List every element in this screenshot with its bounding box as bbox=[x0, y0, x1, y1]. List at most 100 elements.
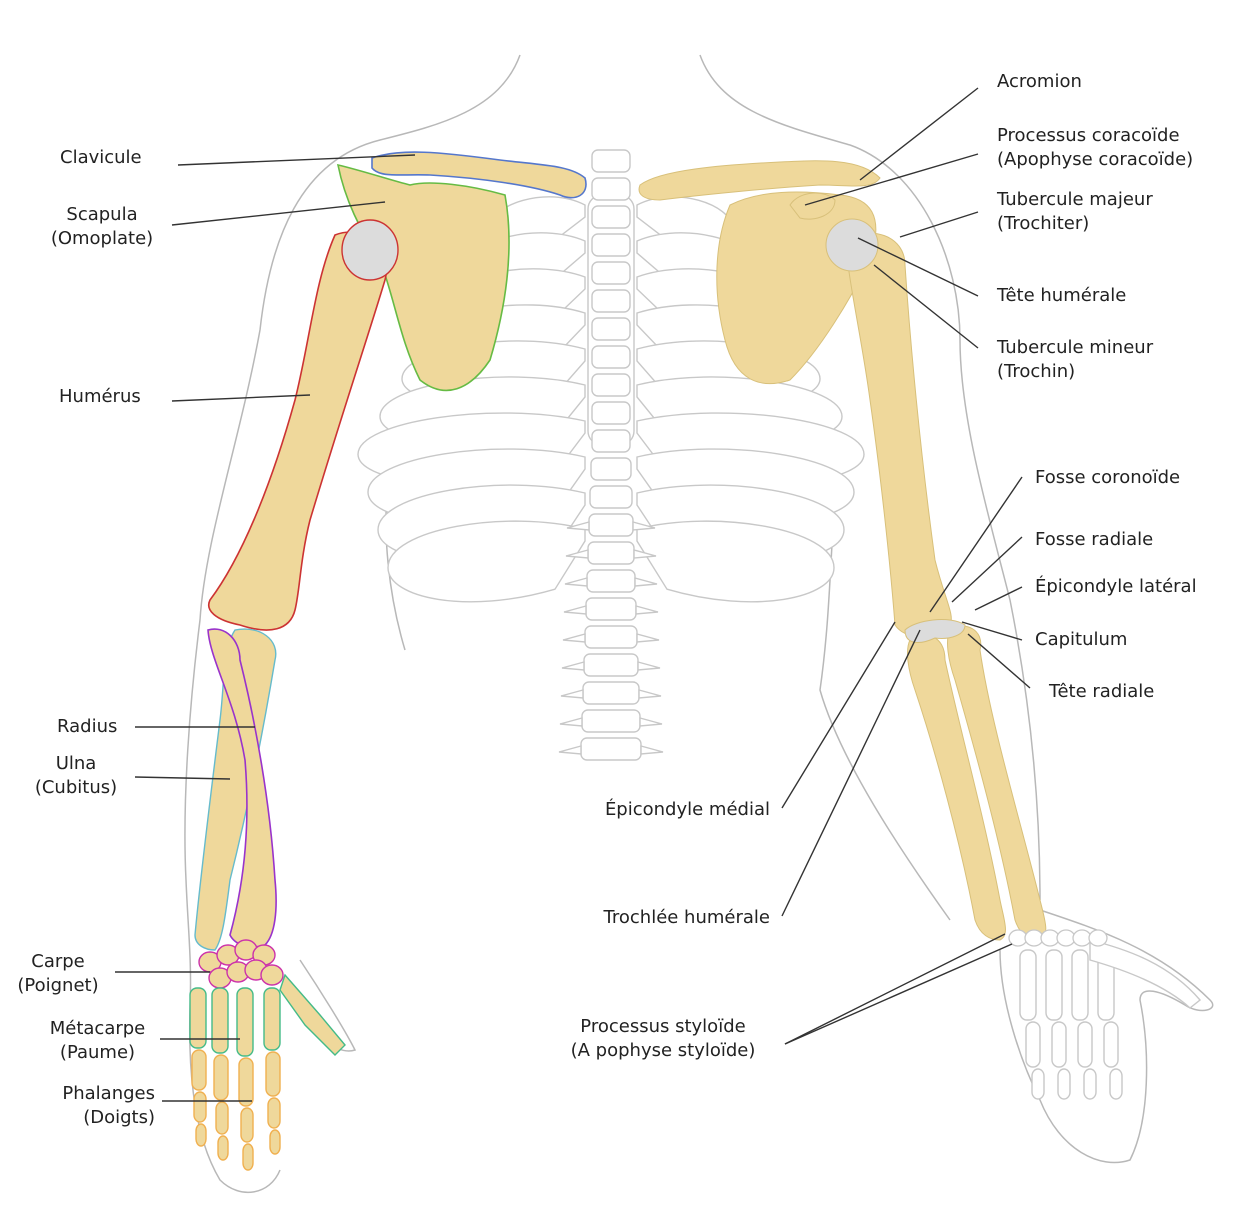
carpal-bone-right bbox=[1072, 929, 1092, 947]
finger-bone bbox=[267, 1097, 281, 1129]
finger-bone bbox=[265, 1051, 281, 1097]
clavicle-left bbox=[371, 151, 587, 199]
ulna-right bbox=[907, 634, 1006, 941]
label-fosse-radiale: Fosse radiale bbox=[1035, 529, 1154, 550]
label-tete-radiale: Tête radiale bbox=[1049, 681, 1155, 702]
hand-bone-right bbox=[1077, 1021, 1093, 1068]
label-scapula-line2: (Omoplate) bbox=[50, 228, 154, 249]
silhouette-outline-right bbox=[699, 54, 1041, 901]
hand-bone-right bbox=[1071, 949, 1089, 1021]
hand-bone-right bbox=[1083, 1068, 1097, 1100]
carpal-bones-left bbox=[198, 939, 284, 989]
label-capitulum: Capitulum bbox=[1035, 629, 1128, 650]
finger-bone bbox=[240, 1107, 254, 1143]
vertebra bbox=[591, 205, 631, 229]
finger-bone bbox=[236, 987, 254, 1057]
vertebra bbox=[581, 709, 641, 733]
vertebra-process-right bbox=[638, 689, 662, 699]
label-tubercule-mineur-line1: Tubercule mineur bbox=[997, 337, 1154, 358]
label-tubercule-majeur: Tubercule majeur (Trochiter) bbox=[997, 188, 1153, 236]
hand-bones-right bbox=[1008, 929, 1202, 1100]
hand-bone-right bbox=[1103, 1021, 1119, 1068]
label-metacarpe-line2: (Paume) bbox=[59, 1042, 136, 1063]
hand-bone-right bbox=[1031, 1068, 1045, 1100]
label-styloide-line2: (A pophyse styloïde) bbox=[570, 1040, 756, 1061]
leader-tete-radiale bbox=[967, 633, 1031, 689]
leader-lines bbox=[115, 87, 1031, 1102]
vertebra bbox=[591, 289, 631, 313]
elbow-cartilage-right bbox=[904, 619, 966, 643]
label-scapula: Scapula (Omoplate) bbox=[32, 203, 172, 251]
leader-tubercule-majeur bbox=[899, 211, 979, 238]
vertebra bbox=[585, 597, 637, 621]
finger-bones-left bbox=[189, 973, 346, 1171]
leader-tete-humerale bbox=[857, 237, 979, 297]
hand-bone-right bbox=[1051, 1021, 1067, 1068]
vertebra-process-left bbox=[562, 633, 586, 643]
vertebra bbox=[586, 569, 636, 593]
label-carpe-line1: Carpe bbox=[31, 951, 85, 972]
label-phalanges-line1: Phalanges bbox=[62, 1083, 155, 1104]
humerus-right bbox=[844, 232, 952, 637]
finger-bone bbox=[195, 1123, 207, 1147]
label-coracoide-line1: Processus coracoïde bbox=[997, 125, 1180, 146]
hand-bone-right bbox=[1045, 949, 1063, 1021]
label-processus-styloide: Processus styloïde (A pophyse styloïde) bbox=[548, 1015, 778, 1063]
rib-left bbox=[387, 520, 586, 603]
vertebra bbox=[582, 681, 640, 705]
vertebra bbox=[591, 261, 631, 285]
label-tubercule-majeur-line2: (Trochiter) bbox=[997, 213, 1090, 234]
vertebra-process-left bbox=[561, 661, 585, 671]
humeral-head-right bbox=[825, 218, 879, 272]
vertebra bbox=[584, 625, 638, 649]
left-arm bbox=[189, 151, 587, 1171]
label-scapula-line1: Scapula bbox=[66, 204, 138, 225]
label-tubercule-mineur-line2: (Trochin) bbox=[997, 361, 1076, 382]
label-epicondyle-medial: Épicondyle médial bbox=[604, 799, 770, 820]
label-metacarpe-line1: Métacarpe bbox=[49, 1018, 146, 1039]
label-phalanges-line2: (Doigts) bbox=[83, 1107, 155, 1128]
hand-bone-right bbox=[1057, 1068, 1071, 1100]
vertebra-process-right bbox=[636, 633, 660, 643]
vertebra-process-left bbox=[560, 689, 584, 699]
hand-bone-right bbox=[1109, 1068, 1123, 1100]
finger-bone bbox=[211, 987, 229, 1054]
vertebra-process-left bbox=[559, 717, 583, 727]
label-clavicule: Clavicule bbox=[60, 147, 142, 168]
hand-bone-right bbox=[1025, 1021, 1041, 1068]
vertebra bbox=[591, 373, 631, 397]
vertebra bbox=[590, 457, 632, 481]
carpal-bone-right bbox=[1088, 929, 1108, 947]
label-tubercule-majeur-line1: Tubercule majeur bbox=[997, 189, 1153, 210]
finger-bone bbox=[217, 1135, 229, 1161]
finger-bone bbox=[269, 1129, 281, 1155]
vertebra-process-right bbox=[639, 717, 663, 727]
finger-bone bbox=[263, 987, 281, 1051]
leader-trochlee bbox=[781, 629, 921, 917]
label-ulna: Ulna (Cubitus) bbox=[20, 752, 132, 800]
finger-bone bbox=[215, 1101, 229, 1135]
vertebra-process-right bbox=[635, 605, 659, 615]
vertebra bbox=[583, 653, 639, 677]
clavicle-right bbox=[638, 160, 881, 201]
vertebra bbox=[591, 149, 631, 173]
vertebra bbox=[589, 485, 633, 509]
vertebra-process-left bbox=[565, 549, 589, 559]
spine bbox=[558, 149, 664, 761]
leader-acromion bbox=[859, 87, 979, 181]
finger-bone bbox=[189, 987, 207, 1049]
label-radius: Radius bbox=[57, 716, 118, 737]
leader-epicondyle-lateral bbox=[974, 586, 1023, 611]
vertebra bbox=[591, 177, 631, 201]
thumb-bone-right bbox=[1089, 939, 1202, 1009]
ulna-left bbox=[194, 628, 277, 951]
leader-fosse-radiale bbox=[951, 536, 1023, 603]
carpal-bone-right bbox=[1024, 929, 1044, 947]
label-fosse-coronoide: Fosse coronoïde bbox=[1035, 467, 1181, 488]
vertebra bbox=[591, 429, 631, 453]
vertebra bbox=[588, 513, 634, 537]
vertebra-process-left bbox=[566, 521, 590, 531]
humeral-head-left bbox=[341, 219, 399, 281]
leader-styloide-1 bbox=[784, 933, 1006, 1045]
